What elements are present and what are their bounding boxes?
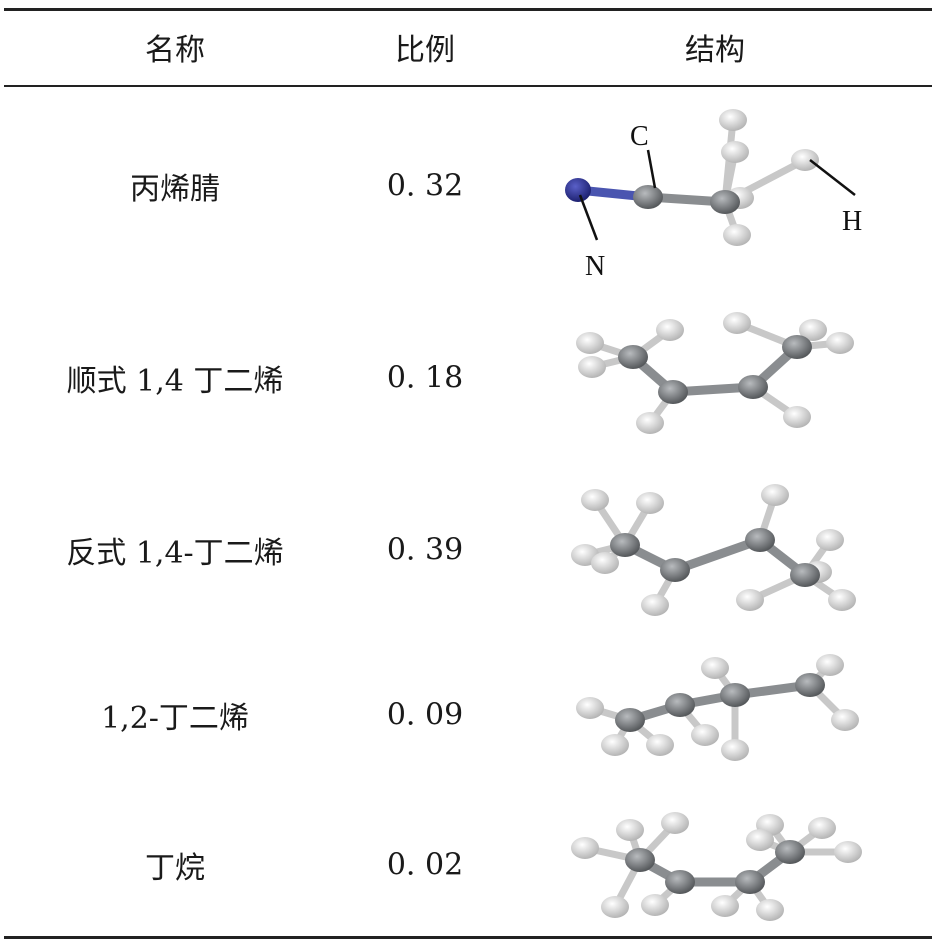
carbon-atom	[738, 375, 768, 399]
header-name: 名称	[145, 33, 205, 68]
hydrogen-atom	[834, 841, 862, 863]
row-name: 丁烷	[145, 851, 205, 886]
carbon-atom	[790, 563, 820, 587]
hydrogen-label: H	[842, 206, 862, 237]
hydrogen-atom	[601, 896, 629, 918]
row-ratio: 0. 09	[386, 697, 464, 733]
header-rule	[4, 85, 932, 87]
hydrogen-atom	[826, 332, 854, 354]
carbon-atom	[625, 848, 655, 872]
hydrogen-atom	[601, 734, 629, 756]
hydrogen-atom	[756, 899, 784, 921]
hydrogen-atom	[723, 224, 751, 246]
hydrogen-atom	[578, 356, 606, 378]
carbon-atom	[665, 693, 695, 717]
hydrogen-atom	[571, 837, 599, 859]
butane-molecule	[571, 812, 862, 921]
hydrogen-atom	[719, 109, 747, 131]
carbon-atom	[775, 840, 805, 864]
hydrogen-atom	[656, 319, 684, 341]
hydrogen-atom	[831, 709, 859, 731]
row-name: 反式 1,4-丁二烯	[66, 536, 284, 571]
nitrogen-label: N	[585, 251, 605, 282]
carbon-atom	[665, 870, 695, 894]
hydrogen-atom	[701, 657, 729, 679]
carbon-atom	[658, 380, 688, 404]
hydrogen-atom	[816, 529, 844, 551]
acrylonitrile-molecule	[565, 109, 819, 246]
hydrogen-atom	[636, 412, 664, 434]
hydrogen-atom	[761, 484, 789, 506]
bond	[670, 535, 765, 575]
n-pointer-line	[578, 194, 599, 241]
hydrogen-atom	[808, 817, 836, 839]
hydrogen-atom	[736, 589, 764, 611]
hydrogen-atom	[616, 819, 644, 841]
row-name: 丙烯腈	[130, 172, 220, 207]
carbon-atom	[615, 708, 645, 732]
hydrogen-atom	[799, 319, 827, 341]
hydrogen-atom	[641, 894, 669, 916]
hydrogen-atom	[783, 406, 811, 428]
header-ratio: 比例	[395, 33, 455, 68]
hydrogen-atom	[711, 895, 739, 917]
carbon-atom	[618, 345, 648, 369]
row-name: 1,2-丁二烯	[101, 701, 249, 736]
carbon-atom	[782, 335, 812, 359]
hydrogen-atom	[791, 149, 819, 171]
row-ratio: 0. 18	[386, 360, 464, 396]
top-rule	[4, 8, 932, 11]
hydrogen-atom	[641, 594, 669, 616]
1-2-butadiene-molecule	[576, 654, 859, 761]
carbon-label: C	[630, 121, 649, 152]
carbon-atom	[745, 528, 775, 552]
hydrogen-atom	[746, 829, 774, 851]
hydrogen-atom	[576, 332, 604, 354]
hydrogen-atom	[636, 492, 664, 514]
h-pointer-line	[809, 159, 856, 196]
bottom-rule	[4, 936, 932, 939]
carbon-atom	[633, 185, 663, 209]
hydrogen-atom	[581, 489, 609, 511]
hydrogen-atom	[661, 812, 689, 834]
cis-butadiene-molecule	[576, 312, 854, 434]
hydrogen-atom	[721, 141, 749, 163]
hydrogen-atom	[576, 697, 604, 719]
trans-butadiene-molecule	[571, 484, 856, 616]
c-pointer-line	[646, 149, 657, 189]
carbon-atom	[795, 673, 825, 697]
hydrogen-atom	[691, 724, 719, 746]
hydrogen-atom	[646, 734, 674, 756]
header-structure: 结构	[685, 33, 745, 68]
hydrogen-atom	[591, 552, 619, 574]
carbon-atom	[660, 558, 690, 582]
carbon-atom	[735, 870, 765, 894]
row-ratio: 0. 32	[386, 168, 464, 204]
nitrogen-atom	[565, 178, 591, 202]
hydrogen-atom	[721, 739, 749, 761]
hydrogen-atom	[723, 312, 751, 334]
row-ratio: 0. 39	[386, 532, 464, 568]
carbon-atom	[710, 190, 740, 214]
hydrogen-atom	[828, 589, 856, 611]
carbon-atom	[610, 533, 640, 557]
row-ratio: 0. 02	[386, 847, 464, 883]
hydrogen-atom	[816, 654, 844, 676]
carbon-atom	[720, 683, 750, 707]
row-name: 顺式 1,4 丁二烯	[66, 364, 284, 399]
